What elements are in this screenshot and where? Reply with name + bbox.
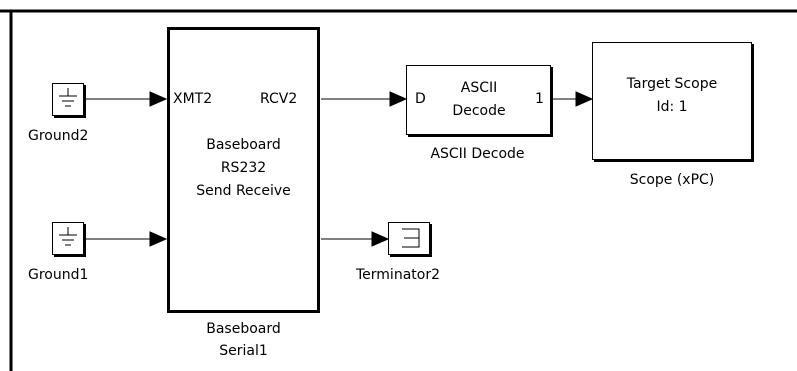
ascii-decode-label: ASCII Decode	[430, 146, 525, 162]
ground-icon	[59, 227, 77, 246]
ascii-decode-body-line1: ASCII	[460, 80, 498, 96]
baseboard-body-line3: Send Receive	[196, 183, 291, 199]
ground-icon	[59, 88, 77, 107]
baseboard-label-line1: Baseboard	[206, 321, 281, 337]
baseboard-rs232-block[interactable]	[167, 27, 320, 313]
ground1-block[interactable]	[52, 222, 84, 255]
ascii-decode-body-line2: Decode	[452, 103, 506, 119]
arrowhead-icon	[389, 91, 408, 107]
arrowhead-icon	[371, 231, 390, 247]
terminator-icon	[402, 228, 420, 248]
target-scope-body-line2: Id: 1	[656, 99, 688, 115]
arrowhead-icon	[149, 91, 168, 107]
baseboard-port-out: RCV2	[260, 91, 298, 107]
baseboard-body-line2: RS232	[220, 160, 267, 176]
terminator2-block[interactable]	[388, 222, 430, 255]
baseboard-body-line1: Baseboard	[206, 137, 281, 153]
ascii-decode-port-out: 1	[535, 91, 544, 107]
ground1-label: Ground1	[28, 267, 89, 283]
ascii-decode-block[interactable]	[406, 65, 551, 135]
target-scope-block[interactable]	[592, 42, 752, 160]
arrowhead-icon	[149, 231, 168, 247]
ascii-decode-port-in: D	[415, 91, 426, 107]
baseboard-port-in: XMT2	[173, 91, 213, 107]
terminator2-label: Terminator2	[356, 267, 440, 283]
target-scope-label: Scope (xPC)	[629, 172, 715, 188]
ground2-label: Ground2	[28, 128, 89, 144]
baseboard-label-line2: Serial1	[219, 343, 268, 359]
arrowhead-icon	[575, 91, 594, 107]
target-scope-body-line1: Target Scope	[626, 76, 718, 92]
ground2-block[interactable]	[52, 83, 84, 116]
